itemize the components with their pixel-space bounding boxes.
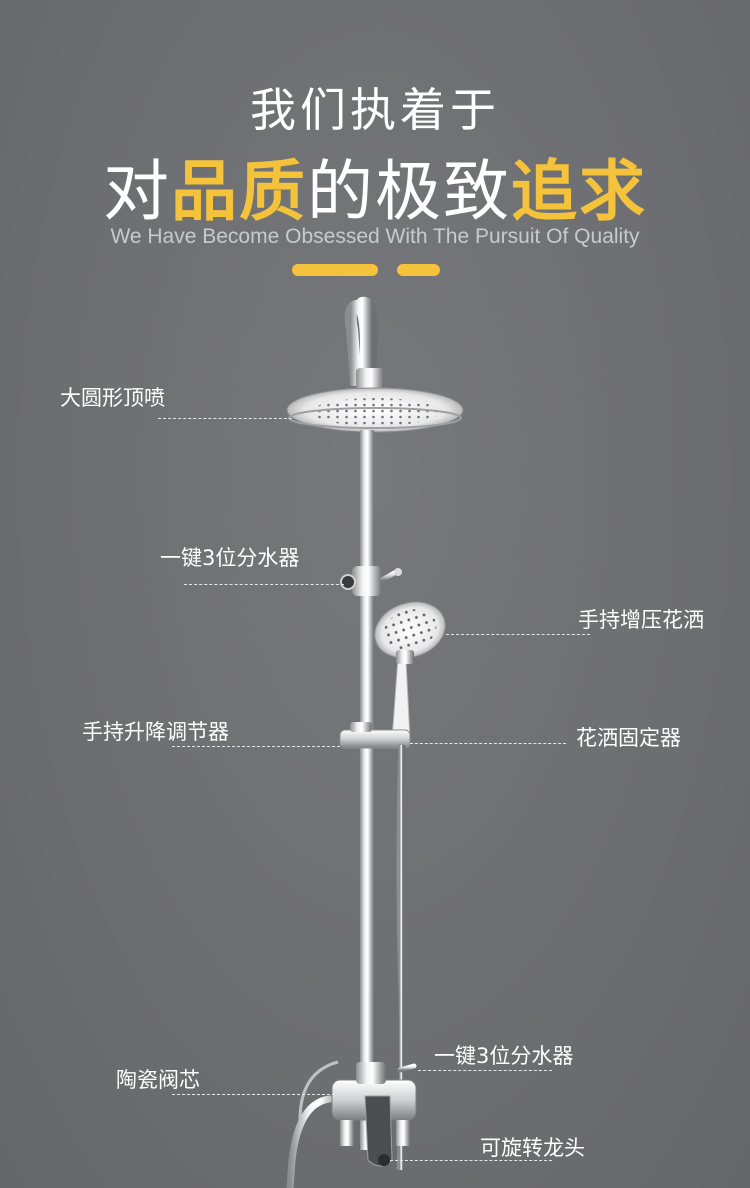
overhead-arm [344,296,384,436]
callout-diverter-upper: 一键3位分水器 [160,546,300,570]
leader-diverter-upper [184,584,344,585]
leader-ceramic-valve [172,1094,340,1095]
upper-diverter [340,566,402,596]
top-shower-head [286,387,464,433]
leader-shower-holder [410,743,566,744]
callout-ceramic-valve: 陶瓷阀芯 [116,1068,200,1092]
callout-spout: 可旋转龙头 [480,1136,585,1160]
leader-handheld-shower [446,634,590,635]
headline-line-1: 我们执着于 [250,83,500,137]
headline-highlight-quality: 品质 [171,153,307,230]
leader-spout [390,1160,552,1161]
callout-diverter-lower: 一键3位分水器 [434,1044,574,1068]
riser-rail [360,430,374,1150]
leader-diverter-lower [418,1070,552,1071]
headline-line-2: 对品质的极致追求 [0,138,750,234]
callout-top-shower: 大圆形顶喷 [60,386,165,410]
callout-handheld-shower: 手持增压花洒 [578,608,704,632]
shower-holder [339,722,411,749]
accent-bar-short [397,264,440,276]
callout-height-adjuster: 手持升降调节器 [82,720,229,744]
callout-shower-holder: 花洒固定器 [576,726,681,750]
handheld-shower [374,601,446,741]
mixer-valve [331,1062,417,1167]
headline-highlight-pursuit: 追求 [511,153,647,230]
headline-subtitle: We Have Become Obsessed With The Pursuit… [110,225,640,248]
headline-middle: 的极致 [307,153,511,230]
leader-top-shower [158,418,292,419]
headline-prefix: 对 [103,153,171,230]
accent-bar-long [292,264,378,276]
leader-height-adjuster [172,746,340,747]
